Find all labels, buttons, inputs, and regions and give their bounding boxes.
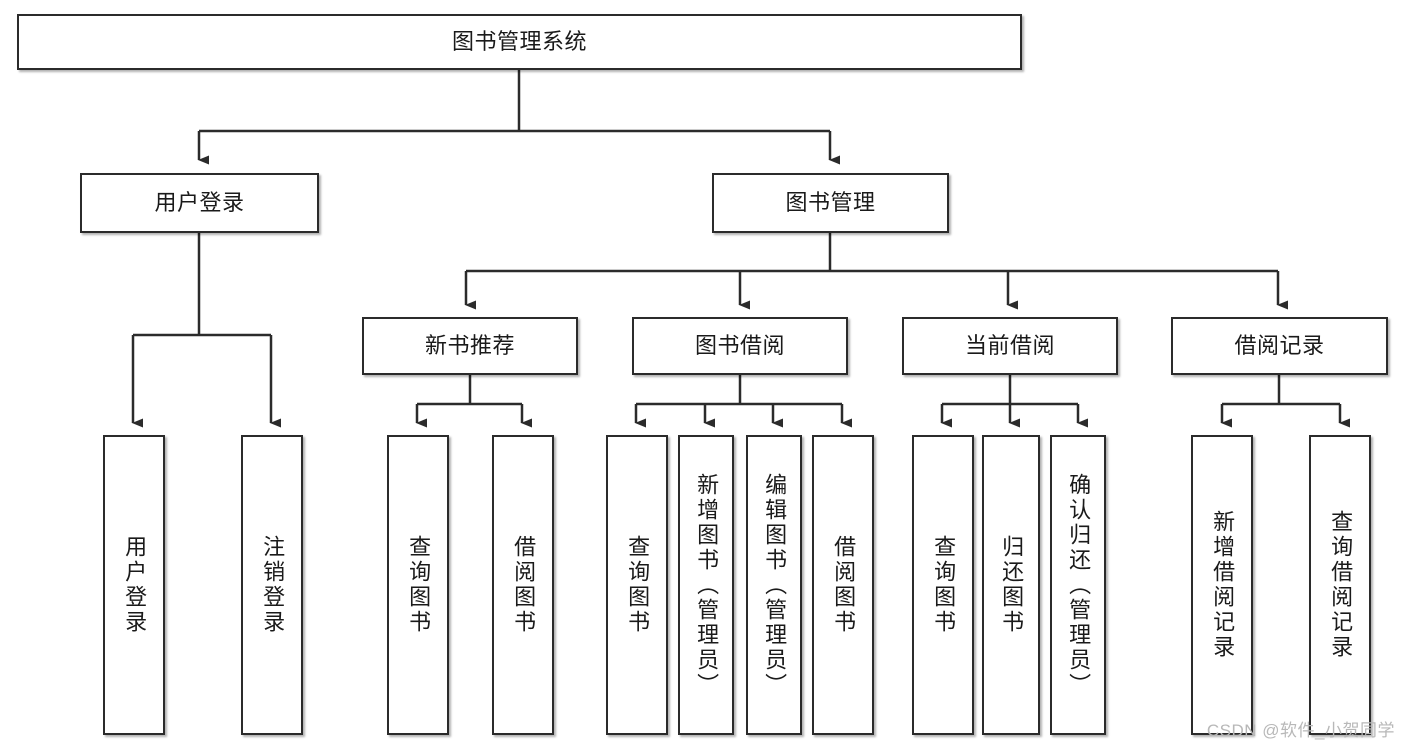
node-label: 查询图书 bbox=[931, 535, 957, 635]
leaf-query-borrow-record[interactable]: 查询借阅记录 bbox=[1309, 435, 1371, 735]
node-label: 查询图书 bbox=[625, 535, 651, 635]
leaf-user-logout[interactable]: 注销登录 bbox=[241, 435, 303, 735]
node-label: 图书管理 bbox=[785, 190, 876, 216]
leaf-query-book-current[interactable]: 查询图书 bbox=[912, 435, 974, 735]
node-root-system[interactable]: 图书管理系统 bbox=[17, 14, 1022, 70]
node-label: 确认归还（管理员） bbox=[1066, 472, 1092, 698]
node-book-borrowing[interactable]: 图书借阅 bbox=[632, 317, 848, 375]
node-book-management[interactable]: 图书管理 bbox=[712, 173, 949, 233]
node-label: 新增借阅记录 bbox=[1210, 510, 1236, 660]
node-label: 图书借阅 bbox=[694, 333, 785, 359]
leaf-add-book-admin[interactable]: 新增图书（管理员） bbox=[678, 435, 734, 735]
node-label: 查询借阅记录 bbox=[1328, 510, 1354, 660]
node-label: 图书管理系统 bbox=[451, 29, 587, 55]
leaf-user-login[interactable]: 用户登录 bbox=[103, 435, 165, 735]
node-label: 查询图书 bbox=[406, 535, 432, 635]
node-borrowing-records[interactable]: 借阅记录 bbox=[1171, 317, 1388, 375]
leaf-query-book-borrow[interactable]: 查询图书 bbox=[606, 435, 668, 735]
node-label: 归还图书 bbox=[999, 535, 1025, 635]
node-label: 借阅图书 bbox=[511, 535, 537, 635]
leaf-edit-book-admin[interactable]: 编辑图书（管理员） bbox=[746, 435, 802, 735]
node-label: 编辑图书（管理员） bbox=[762, 472, 788, 698]
node-label: 当前借阅 bbox=[964, 333, 1055, 359]
node-label: 借阅图书 bbox=[831, 535, 857, 635]
node-label: 新增图书（管理员） bbox=[694, 472, 720, 698]
node-new-book-recommendation[interactable]: 新书推荐 bbox=[362, 317, 578, 375]
node-label: 新书推荐 bbox=[424, 333, 515, 359]
leaf-query-book-recommend[interactable]: 查询图书 bbox=[387, 435, 449, 735]
leaf-add-borrow-record[interactable]: 新增借阅记录 bbox=[1191, 435, 1253, 735]
node-label: 注销登录 bbox=[260, 535, 286, 635]
node-label: 用户登录 bbox=[154, 190, 245, 216]
leaf-return-book[interactable]: 归还图书 bbox=[982, 435, 1040, 735]
node-label: 用户登录 bbox=[122, 535, 148, 635]
leaf-borrow-book[interactable]: 借阅图书 bbox=[812, 435, 874, 735]
node-current-borrowing[interactable]: 当前借阅 bbox=[902, 317, 1118, 375]
leaf-confirm-return-admin[interactable]: 确认归还（管理员） bbox=[1050, 435, 1106, 735]
node-label: 借阅记录 bbox=[1234, 333, 1325, 359]
node-user-login[interactable]: 用户登录 bbox=[80, 173, 319, 233]
leaf-borrow-book-recommend[interactable]: 借阅图书 bbox=[492, 435, 554, 735]
